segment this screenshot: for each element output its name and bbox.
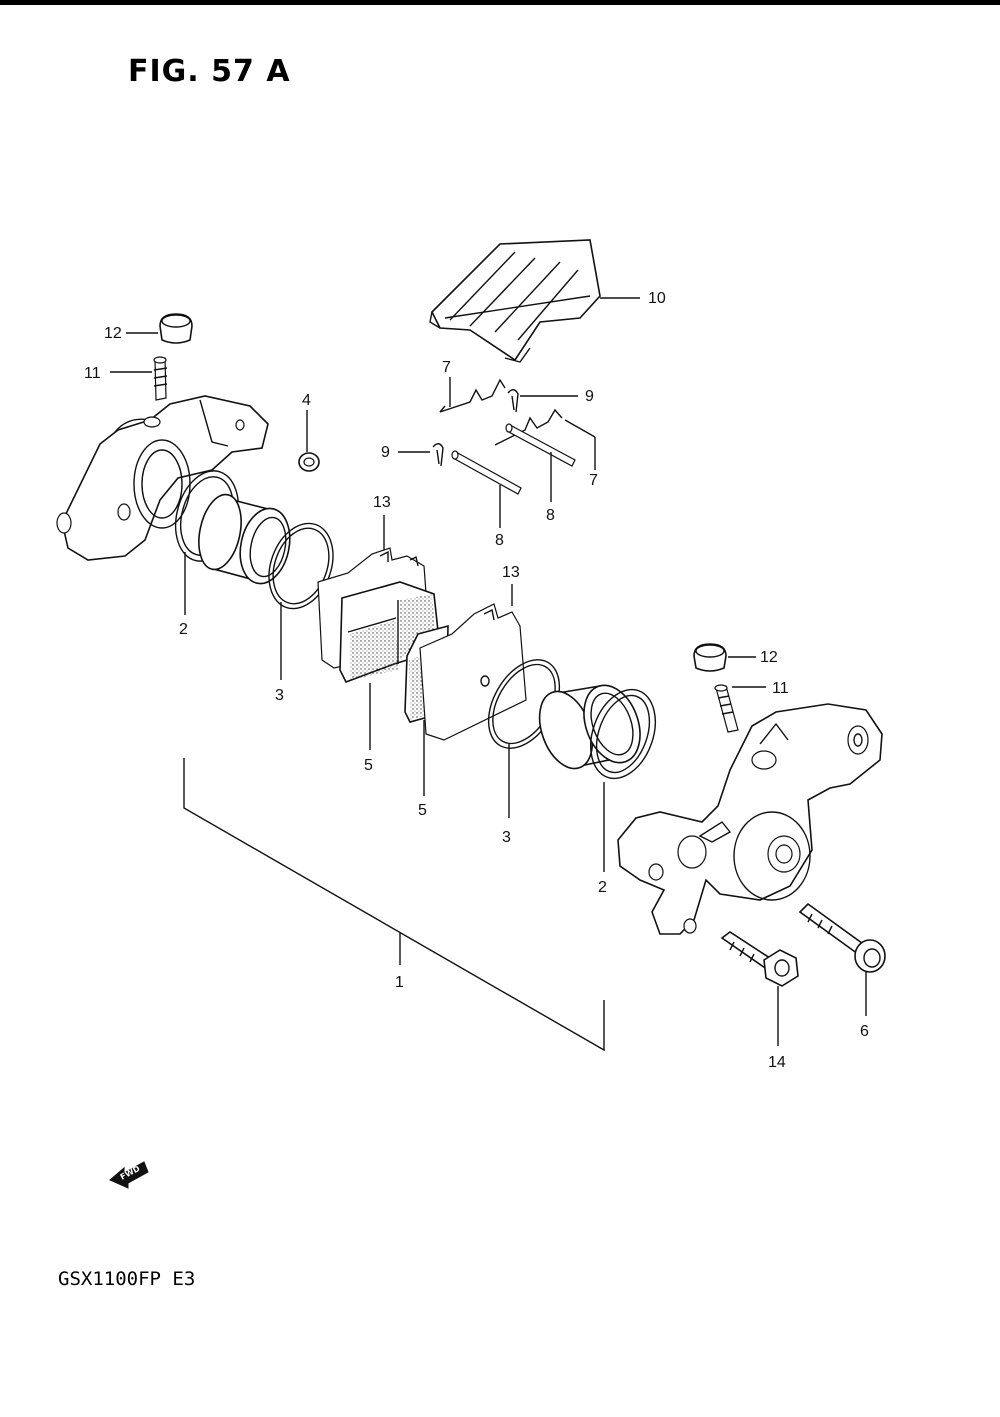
bleeder-valve-left [153,356,168,401]
callout-13-left: 13 [373,494,391,511]
caliper-housing-right [617,703,883,935]
dust-seal-left [268,522,334,610]
model-code: GSX1100FP E3 [58,1268,196,1290]
callout-11-left: 11 [84,365,101,382]
caliper-housing-left [56,395,269,561]
pad-spring-left [439,378,506,413]
callout-7-right: 7 [589,472,598,489]
top-border-rule [0,0,1000,5]
callout-3-left: 3 [275,687,284,704]
pad-shim-right [419,603,527,741]
piston-seal-right [590,688,656,780]
r-clip-top [507,389,519,413]
figure-title: FIG. 57 A [128,54,291,89]
callout-6: 6 [860,1023,869,1040]
callout-8-left: 8 [495,532,504,549]
pad-spring-right [494,408,563,446]
callout-7-top: 7 [442,359,451,376]
callout-13-right: 13 [502,564,520,581]
forward-arrow-icon: FWD [109,1161,149,1189]
callout-11-right: 11 [772,680,789,697]
r-clip-left [432,443,444,467]
callout-12-right: 12 [760,649,778,666]
callout-14: 14 [768,1054,786,1071]
pad-spring-cover [429,239,601,363]
bleeder-cap-left [159,313,193,344]
caliper-bolt-6 [798,902,886,973]
pad-pin-left [451,450,522,495]
callout-9-top: 9 [585,388,594,405]
bleeder-cap-right [693,643,727,672]
callout-2-right: 2 [598,879,607,896]
callout-12-left: 12 [104,325,122,342]
callout-3-right: 3 [502,829,511,846]
callout-5-right: 5 [418,802,427,819]
piston-right [538,684,641,770]
pad-pin-right [505,423,576,467]
callout-1: 1 [395,974,404,991]
piston-left [198,493,291,585]
caliper-bolt-14 [720,931,799,987]
callout-10: 10 [648,290,666,307]
callout-5-left: 5 [364,757,373,774]
callout-2-left: 2 [179,621,188,638]
assembly-bracket-1 [183,758,605,1052]
plug-4 [298,452,320,472]
callout-4: 4 [302,392,311,409]
bleeder-valve-right [714,684,739,733]
callout-9-left: 9 [381,444,390,461]
callout-8-right: 8 [546,507,555,524]
